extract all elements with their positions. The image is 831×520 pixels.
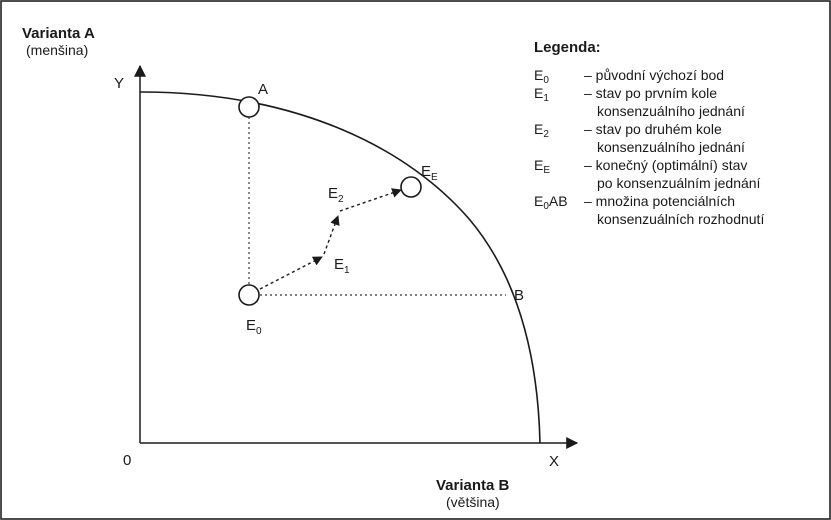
- legend-desc-e2-line2: konsenzuálního jednání: [597, 139, 745, 155]
- legend-symbol-e1: E1: [534, 85, 549, 104]
- possibility-frontier-curve: [139, 91, 541, 444]
- legend-desc-e0ab-line1: – množina potenciálních: [584, 193, 735, 209]
- point-e1-label: E1: [334, 256, 350, 276]
- legend-title: Legenda:: [534, 39, 601, 56]
- point-e0-marker: [238, 284, 260, 306]
- legend-desc-ee-line2: po konsenzuálním jednání: [597, 175, 761, 191]
- point-e0-label: E0: [246, 317, 262, 337]
- legend-desc-e1-line1: – stav po prvním kole: [584, 85, 717, 101]
- y-axis-subtitle: (menšina): [26, 42, 88, 58]
- point-a-label: A: [258, 81, 268, 98]
- point-ee-marker: [400, 176, 422, 198]
- y-axis-label: Y: [114, 75, 124, 92]
- point-e2-label: E2: [328, 185, 344, 205]
- legend-symbol-ee: EE: [534, 157, 550, 176]
- arrow-e2-ee: [339, 188, 402, 212]
- point-b-label: B: [514, 287, 524, 304]
- x-axis-label: X: [549, 453, 559, 470]
- legend-desc-e2-line1: – stav po druhém kole: [584, 121, 722, 137]
- x-axis-title: Varianta B: [436, 477, 510, 494]
- arrow-e1-e2: [323, 215, 340, 255]
- legend-desc-e0-line1: – původní výchozí bod: [584, 67, 724, 83]
- y-axis-title: Varianta A: [22, 25, 95, 42]
- legend-desc-e1-line2: konsenzuálního jednání: [597, 103, 745, 119]
- legend-desc-ee-line1: – konečný (optimální) stav: [584, 157, 747, 173]
- legend-symbol-e0ab: E0AB: [534, 193, 568, 212]
- legend-desc-e0ab-line2: konsenzuálních rozhodnutí: [597, 211, 764, 227]
- arrow-e0-e1: [259, 256, 323, 290]
- legend: Legenda: E0 – původní výchozí bod E1 – s…: [534, 39, 764, 227]
- point-a-marker: [238, 96, 260, 118]
- legend-symbol-e0: E0: [534, 67, 549, 86]
- legend-symbol-e2: E2: [534, 121, 549, 140]
- point-ee-label: EE: [421, 163, 438, 183]
- origin-label: 0: [123, 452, 131, 469]
- x-axis-subtitle: (většina): [446, 494, 500, 510]
